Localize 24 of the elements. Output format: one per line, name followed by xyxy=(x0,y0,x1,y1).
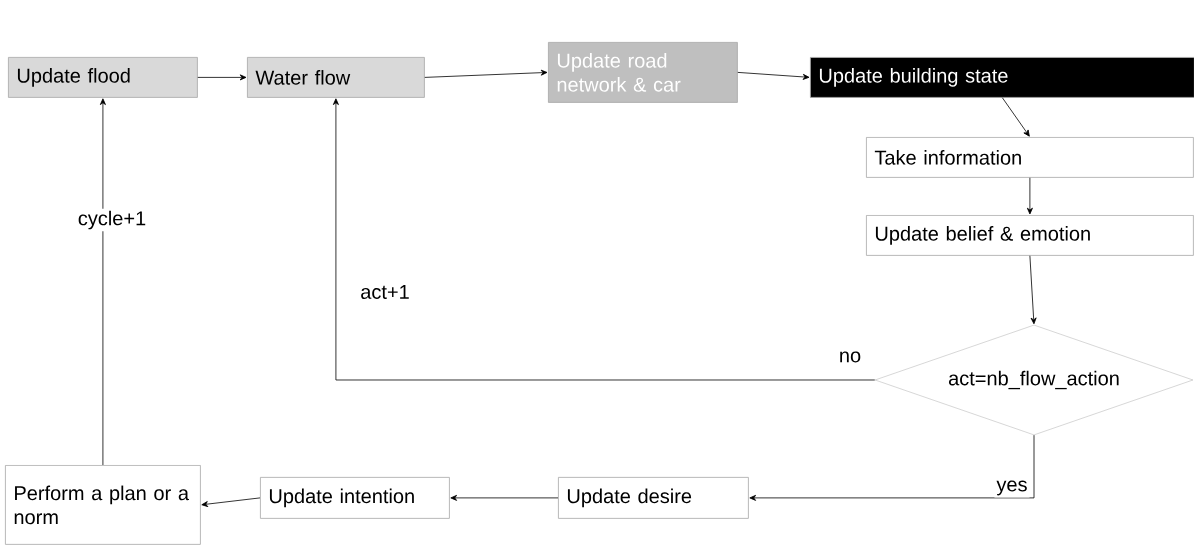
loop-label: act+1 xyxy=(361,285,409,299)
arrow xyxy=(332,98,876,381)
arrow xyxy=(201,497,261,508)
arrow xyxy=(450,494,559,501)
arrow xyxy=(737,72,810,80)
edge-label: cycle+1 xyxy=(78,210,146,230)
process-box: Update desire xyxy=(558,477,749,519)
process-box: Update road network & car xyxy=(548,42,738,103)
edge-label: no xyxy=(840,351,861,363)
process-box: Update flood xyxy=(8,57,198,98)
process-box: Update building state xyxy=(810,57,1194,98)
process-box: Take information xyxy=(866,137,1194,178)
process-box: Water flow xyxy=(247,57,425,98)
arrow xyxy=(749,434,1035,501)
arrow xyxy=(1029,255,1037,325)
arrow xyxy=(1002,97,1030,137)
arrow xyxy=(99,98,106,466)
process-box: Update belief & emotion xyxy=(866,215,1194,256)
edge-label: yes xyxy=(996,480,1027,496)
arrow xyxy=(1026,177,1033,215)
arrow xyxy=(424,69,548,78)
arrow xyxy=(197,74,247,81)
process-box: Perform a plan or a norm xyxy=(5,465,201,545)
process-box: Update intention xyxy=(260,477,450,519)
